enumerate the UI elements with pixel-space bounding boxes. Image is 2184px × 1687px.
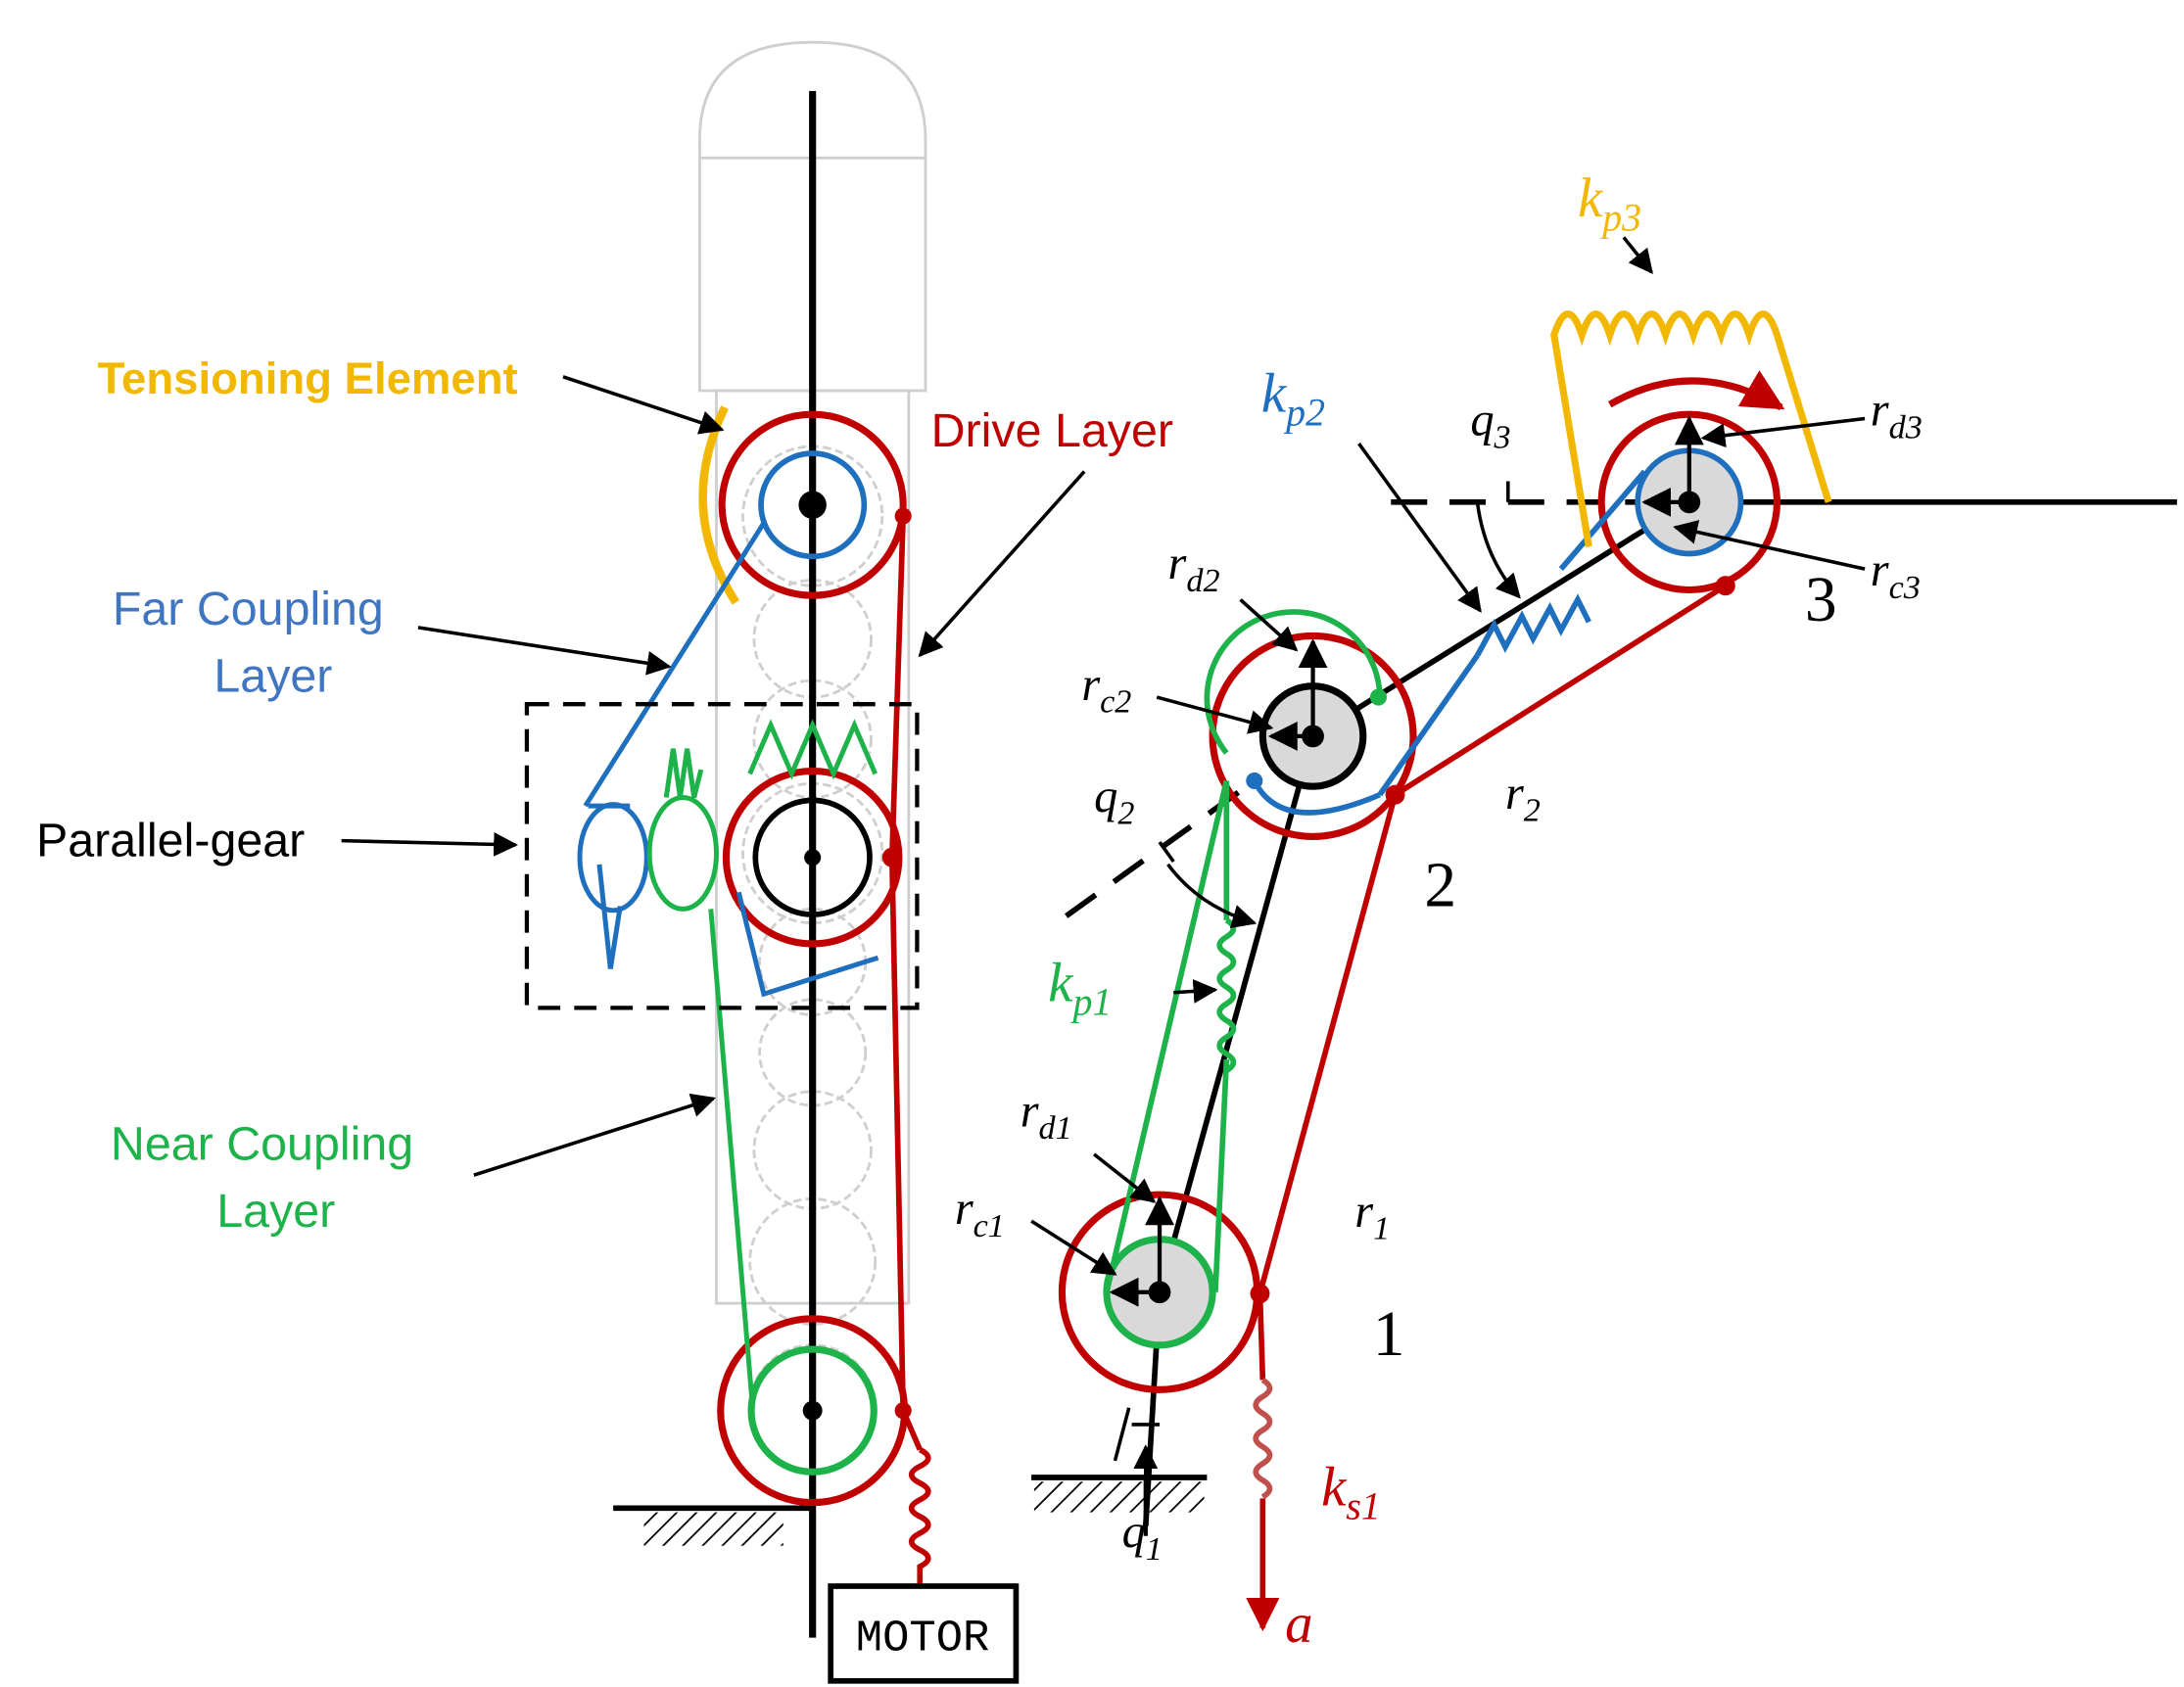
far-coupling-schematic xyxy=(1252,469,1647,816)
kp1-base: k xyxy=(1048,952,1074,1013)
q2-base: q xyxy=(1094,771,1117,822)
ground-right xyxy=(1031,1475,1208,1536)
kp3-base: k xyxy=(1578,167,1604,229)
far-coupling-tendon xyxy=(577,521,879,998)
q3-sub: 3 xyxy=(1494,419,1511,455)
kp1-label: kp1 xyxy=(1048,952,1112,1023)
rc2-sub: c2 xyxy=(1100,684,1131,721)
rd3-base: r xyxy=(1871,385,1889,437)
q1-sub: 1 xyxy=(1146,1531,1163,1568)
ks1-spring xyxy=(1253,1377,1273,1500)
r1-base: r xyxy=(1354,1186,1373,1238)
drive-pulley-top xyxy=(718,410,907,599)
q2-sub: 2 xyxy=(1117,796,1134,832)
drive-spring xyxy=(908,1447,931,1592)
kp3-spring xyxy=(1550,310,1832,547)
ground-left xyxy=(613,1505,813,1546)
rd1-base: r xyxy=(1021,1085,1039,1137)
drive-tendon-schematic xyxy=(1246,576,1735,1632)
rc1-sub: c1 xyxy=(973,1208,1005,1244)
q3-label: q3 xyxy=(1470,395,1510,456)
kp2-spring xyxy=(1474,593,1591,657)
motor-label: MOTOR xyxy=(856,1613,990,1664)
parallel-gear-box xyxy=(524,702,920,1010)
near-coupling-schematic xyxy=(1104,779,1237,1293)
parallel-gear-arrow xyxy=(341,831,519,857)
ks1-sub: s1 xyxy=(1346,1484,1380,1528)
kp1-spring xyxy=(1216,917,1237,1073)
joint-number-1: 1 xyxy=(1373,1299,1405,1370)
kinematic-links xyxy=(1142,498,2177,1526)
fingertip-cap xyxy=(697,40,927,393)
tensioning-arrow xyxy=(562,375,725,435)
rd3-sub: d3 xyxy=(1889,409,1923,445)
kp3-sub: p3 xyxy=(1599,195,1641,239)
rd2-label: rd2 xyxy=(1168,538,1220,599)
motor-box: MOTOR xyxy=(828,1583,1020,1684)
drive-layer-label: Drive Layer xyxy=(931,404,1173,457)
joint-number-3: 3 xyxy=(1805,565,1837,635)
kp2-base: k xyxy=(1261,362,1288,424)
rd2-sub: d2 xyxy=(1186,563,1219,599)
q2-label: q2 xyxy=(1094,771,1134,832)
joint-number-2: 2 xyxy=(1424,851,1456,921)
kp1-sub: p1 xyxy=(1069,980,1112,1024)
q1-label: q1 xyxy=(1122,1506,1163,1568)
far-coupling-label-line2: Layer xyxy=(214,649,332,702)
tensioning-element-label: Tensioning Element xyxy=(98,353,518,403)
near-coupling-label-line2: Layer xyxy=(216,1185,335,1238)
rc1-label: rc1 xyxy=(955,1183,1005,1244)
rd2-base: r xyxy=(1168,538,1187,589)
rc3-sub: c3 xyxy=(1889,570,1921,606)
ks1-label: ks1 xyxy=(1321,1456,1381,1527)
drive-tendon xyxy=(881,507,931,1592)
radius-arrows xyxy=(1109,415,1704,1307)
q3-base: q xyxy=(1470,395,1494,446)
r1-label: r1 xyxy=(1354,1186,1390,1247)
joint-2 xyxy=(1204,609,1417,840)
a-label: a xyxy=(1285,1593,1312,1655)
rotation-arrow-joint3 xyxy=(1607,370,1785,411)
r1-sub: 1 xyxy=(1373,1211,1390,1247)
rc3-label: rc3 xyxy=(1871,544,1921,606)
kp2-sub: p2 xyxy=(1283,391,1325,435)
drive-layer-arrow xyxy=(918,470,1086,658)
annotation-arrows xyxy=(1030,236,1866,1533)
q1-base: q xyxy=(1122,1506,1146,1558)
rc3-base: r xyxy=(1871,544,1889,596)
far-coupling-label-line1: Far Coupling xyxy=(113,583,384,635)
parallel-gear-label: Parallel-gear xyxy=(36,814,305,867)
near-coupling-tendon xyxy=(646,719,878,1409)
near-coupling-label-line1: Near Coupling xyxy=(111,1118,413,1171)
far-coupling-arrow xyxy=(417,626,672,676)
kp2-label: kp2 xyxy=(1261,362,1325,434)
rd1-label: rd1 xyxy=(1021,1085,1072,1147)
r2-label: r2 xyxy=(1505,768,1541,829)
r2-sub: 2 xyxy=(1524,793,1541,829)
ks1-base: k xyxy=(1321,1456,1348,1518)
near-coupling-arrow xyxy=(473,1093,717,1177)
rc2-base: r xyxy=(1081,659,1100,711)
rd3-label: rd3 xyxy=(1871,385,1923,446)
kp3-label: kp3 xyxy=(1578,167,1641,239)
rc2-label: rc2 xyxy=(1081,659,1131,721)
rd1-sub: d1 xyxy=(1039,1110,1072,1147)
rc1-base: r xyxy=(955,1183,973,1235)
r2-base: r xyxy=(1505,768,1524,820)
